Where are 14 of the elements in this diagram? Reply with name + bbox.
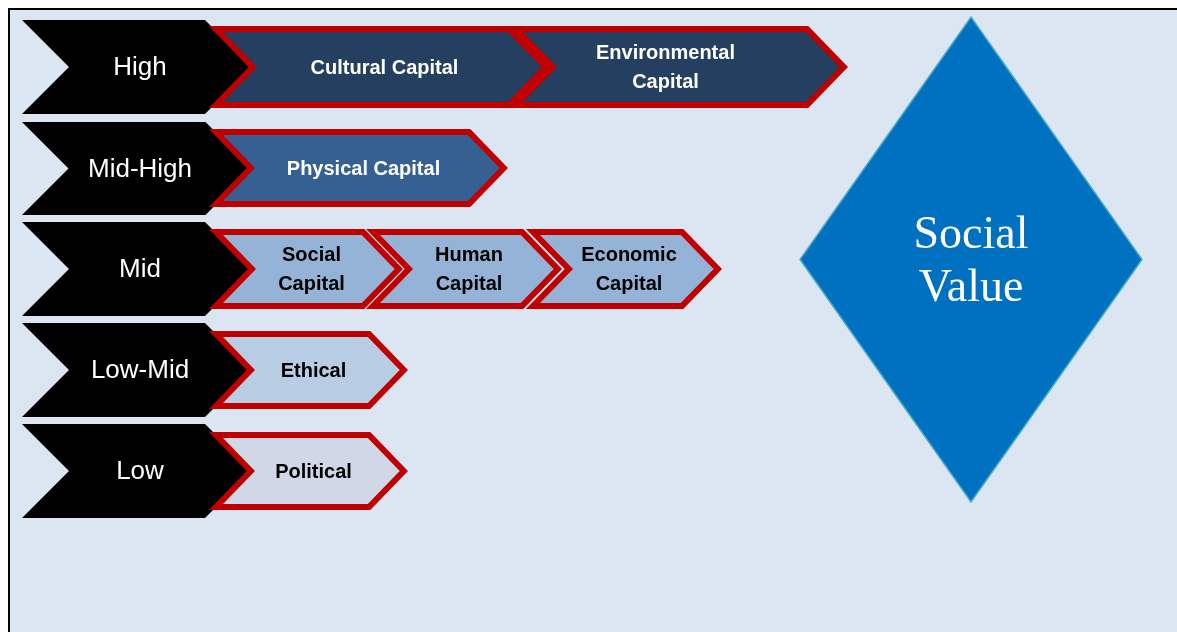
level-label: Mid-High [88,151,192,185]
level-label: Low [116,454,164,488]
value-label: Social Value [912,206,1030,313]
level-label: High [113,50,167,84]
level-label: Mid [119,252,161,286]
capital-label: Cultural Capital [310,54,459,80]
capital-label: Economic Capital [580,242,678,296]
capital-label: Physical Capital [286,155,441,181]
level-label: Low-Mid [90,353,190,387]
capital-label: Political [275,458,352,484]
capital-label: Environmental Capital [595,40,736,94]
capital-label: Human Capital [434,242,504,296]
capital-label: Ethical [280,357,347,383]
capital-label: Social Capital [277,242,346,296]
